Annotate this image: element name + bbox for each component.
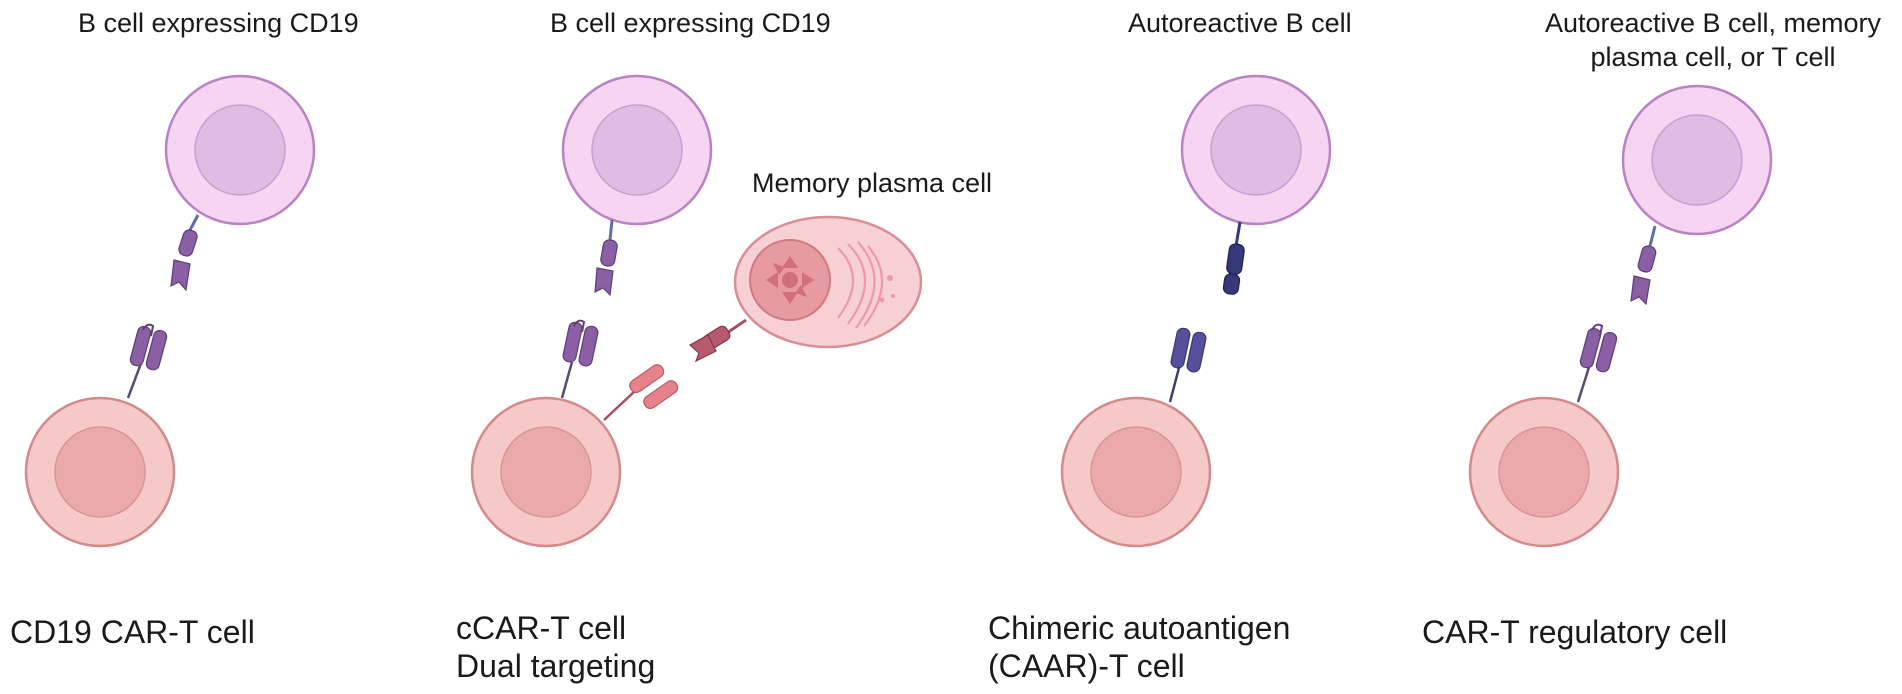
target-antigen [1630,225,1657,306]
plasma-antigen [688,318,747,363]
memory-plasma-cell [733,215,923,349]
cd19-antigen [594,219,618,297]
panel-4-effector-label: CAR-T regulatory cell [1422,614,1728,650]
caar-receptor [1168,327,1207,403]
b-cell [164,74,316,226]
panel-2-effector-label-line2: Dual targeting [456,648,656,684]
cd19-antigen [170,214,200,292]
t-cell [24,396,176,548]
autoreactive-b-cell [1180,74,1332,226]
target-cell [1621,84,1773,236]
car-treg-receptor [1576,323,1618,403]
car-receptor [126,323,168,399]
panel-1-effector-label: CD19 CAR-T cell [10,614,255,650]
b-cell-receptor [1222,221,1245,295]
panel-3-effector-label-line2: (CAAR)-T cell [988,648,1185,684]
t-cell [1060,396,1212,548]
panel-3-target-label: Autoreactive B cell [1128,8,1352,38]
panel-1-target-label: B cell expressing CD19 [78,8,359,38]
panel-2-secondary-label: Memory plasma cell [752,168,993,198]
panel-2 [470,74,923,548]
panel-3-effector-label-line1: Chimeric autoantigen [988,610,1291,646]
car-receptor-cd19 [560,319,599,399]
panel-4 [1468,84,1773,548]
panel-4-target-label-line1: Autoreactive B cell, memory [1544,8,1882,38]
panel-1 [24,74,316,548]
panel-2-target-label: B cell expressing CD19 [550,8,831,38]
panel-2-effector-label-line1: cCAR-T cell [456,610,627,646]
b-cell [561,74,713,226]
t-reg-cell [1468,396,1620,548]
car-receptor-plasma [603,364,679,421]
panel-3 [1060,74,1332,548]
panel-4-target-label-line2: plasma cell, or T cell [1590,42,1836,72]
t-cell [470,396,622,548]
